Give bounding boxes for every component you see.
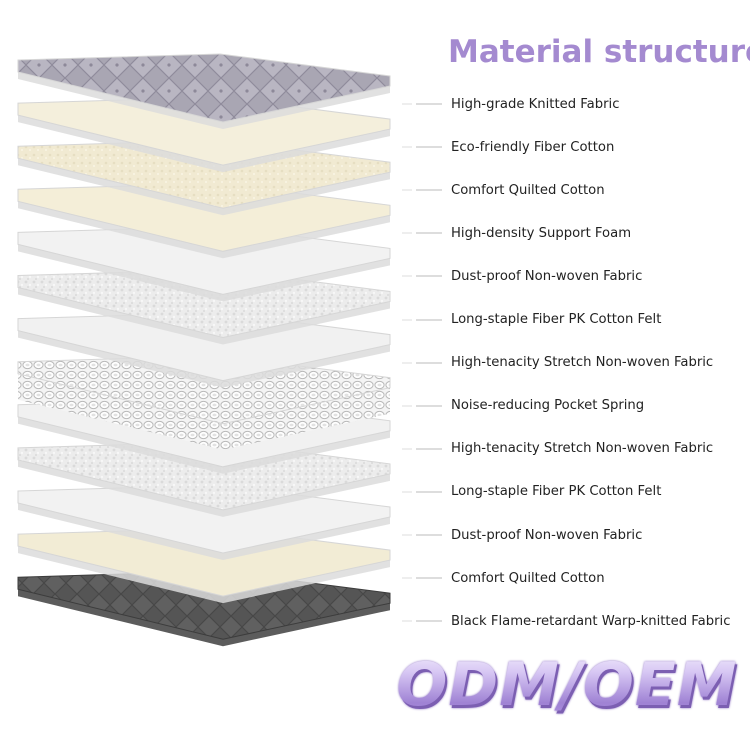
layer-label-row: Black Flame-retardant Warp-knitted Fabri… [402, 611, 730, 631]
layer-label: Comfort Quilted Cotton [451, 182, 605, 198]
leader-line [402, 577, 442, 580]
layer-label: Noise-reducing Pocket Spring [451, 398, 645, 414]
layer-label: High-tenacity Stretch Non-woven Fabric [451, 441, 714, 457]
leader-line [402, 620, 442, 623]
layer-label: High-tenacity Stretch Non-woven Fabric [451, 355, 714, 371]
layer-label: High-grade Knitted Fabric [451, 96, 620, 112]
layer-label: Eco-friendly Fiber Cotton [451, 139, 615, 155]
leader-line [402, 318, 442, 321]
layer-label-row: Dust-proof Non-woven Fabric [402, 525, 642, 545]
layer-label: Black Flame-retardant Warp-knitted Fabri… [451, 613, 731, 629]
diagram-title: Material structure [448, 34, 750, 70]
layer-label-row: Dust-proof Non-woven Fabric [402, 266, 642, 286]
layer-label-row: High-tenacity Stretch Non-woven Fabric [402, 439, 713, 459]
layer-label-row: Noise-reducing Pocket Spring [402, 396, 644, 416]
layer-label-row: High-tenacity Stretch Non-woven Fabric [402, 353, 713, 373]
leader-line [402, 189, 442, 192]
layer-stack [17, 53, 391, 647]
layer-label: Long-staple Fiber PK Cotton Felt [451, 312, 662, 327]
layer-label: Comfort Quilted Cotton [451, 570, 605, 586]
layer-label-row: Comfort Quilted Cotton [402, 180, 605, 200]
layer-label-row: High-density Support Foam [402, 223, 631, 243]
leader-line [402, 490, 442, 493]
layer-label: High-density Support Foam [451, 225, 632, 241]
leader-line [402, 361, 442, 364]
layer-label-row: Comfort Quilted Cotton [402, 568, 605, 588]
leader-line [402, 275, 442, 278]
layer-label-row: Long-staple Fiber PK Cotton Felt [402, 482, 661, 502]
layer-slab [17, 53, 391, 123]
layer-label: Dust-proof Non-woven Fabric [451, 527, 643, 543]
layer-label-row: High-grade Knitted Fabric [402, 94, 619, 114]
layer-label-row: Long-staple Fiber PK Cotton Felt [402, 310, 661, 330]
odm-oem-badge: ODM/OEM [392, 640, 742, 730]
leader-line [402, 232, 442, 235]
layer-edge [18, 373, 390, 450]
layer-label: Dust-proof Non-woven Fabric [451, 268, 643, 284]
layer-label: Long-staple Fiber PK Cotton Felt [451, 484, 662, 500]
leader-line [402, 404, 442, 407]
leader-line [402, 146, 442, 149]
layer-label-row: Eco-friendly Fiber Cotton [402, 137, 614, 157]
leader-line [402, 103, 442, 105]
leader-line [402, 447, 442, 450]
leader-line [402, 534, 442, 536]
